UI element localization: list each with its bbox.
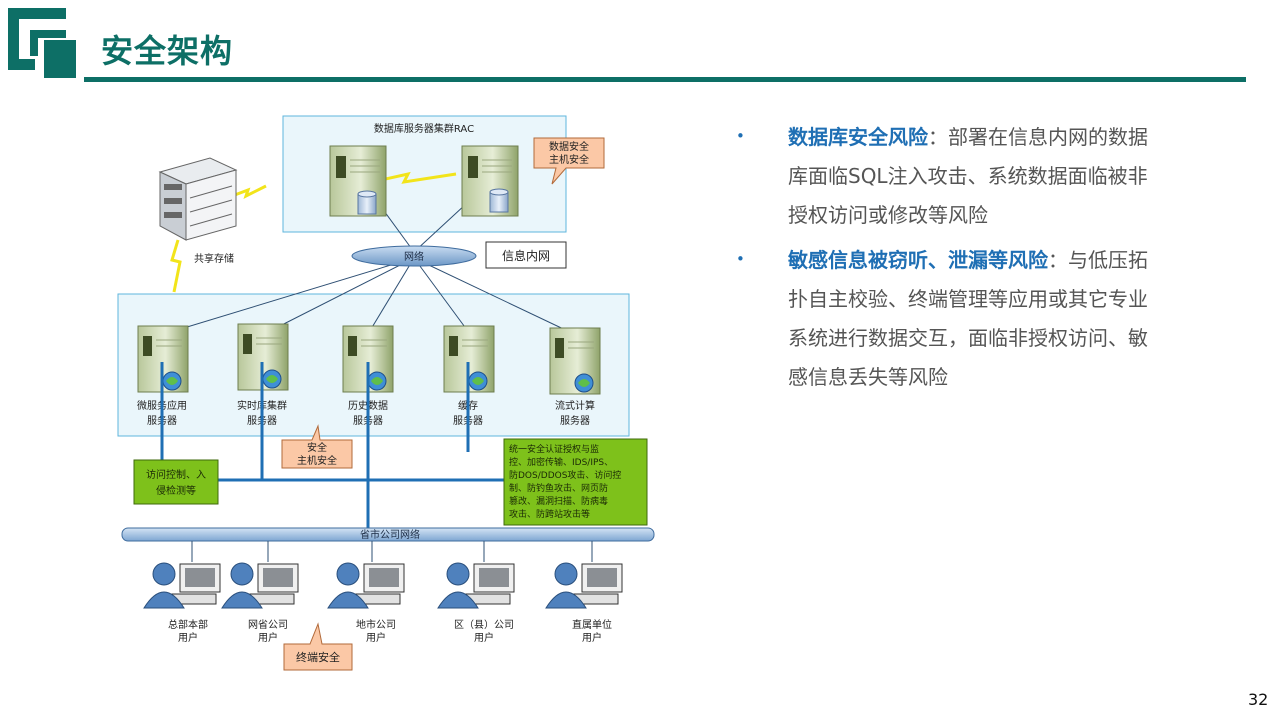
bullet-heading: 敏感信息被窃听、泄漏等风险 bbox=[788, 248, 1048, 272]
bullet-item: • 数据库安全风险：部署在信息内网的数据库面临SQL注入攻击、系统数据面临被非授… bbox=[736, 118, 1156, 235]
svg-text:访问控制、入: 访问控制、入 bbox=[146, 468, 206, 481]
svg-text:安全: 安全 bbox=[307, 441, 327, 454]
svg-text:主机安全: 主机安全 bbox=[297, 454, 337, 467]
database-server-icon bbox=[329, 145, 387, 217]
bullet-dot-icon: • bbox=[736, 127, 745, 145]
svg-text:侵检测等: 侵检测等 bbox=[156, 484, 196, 497]
user-label: 地市公司 bbox=[356, 618, 396, 631]
lightning-icon bbox=[371, 171, 457, 184]
user-workstation-icon bbox=[327, 562, 405, 609]
network-label: 网络 bbox=[404, 250, 424, 263]
bullet-heading: 数据库安全风险 bbox=[788, 125, 928, 149]
intranet-label: 信息内网 bbox=[502, 248, 550, 263]
user-label: 用户 bbox=[178, 631, 198, 644]
app-server-icon bbox=[549, 327, 601, 395]
user-label: 用户 bbox=[582, 631, 602, 644]
svg-text:制、防钓鱼攻击、网页防: 制、防钓鱼攻击、网页防 bbox=[509, 482, 608, 494]
security-architecture-diagram: 数据库服务器集群RAC 数据安全 主机安全 共享存储 网 bbox=[117, 115, 655, 671]
svg-text:统一安全认证授权与监: 统一安全认证授权与监 bbox=[509, 443, 599, 455]
bullet-item: • 敏感信息被窃听、泄漏等风险：与低压拓扑自主校验、终端管理等应用或其它专业系统… bbox=[736, 241, 1156, 397]
terminal-security-callout: 终端安全 bbox=[283, 622, 353, 671]
svg-text:控、加密传输、IDS/IPS、: 控、加密传输、IDS/IPS、 bbox=[509, 456, 613, 468]
svg-text:攻击、防跨站攻击等: 攻击、防跨站攻击等 bbox=[509, 508, 590, 520]
svg-text:数据安全: 数据安全 bbox=[549, 140, 589, 153]
user-label: 用户 bbox=[474, 631, 494, 644]
lightning-icon bbox=[231, 184, 267, 199]
provincial-network-label: 省市公司网络 bbox=[360, 528, 420, 541]
risk-bullet-list: • 数据库安全风险：部署在信息内网的数据库面临SQL注入攻击、系统数据面临被非授… bbox=[736, 118, 1156, 403]
user-workstation-icon bbox=[221, 562, 299, 609]
svg-text:防DOS/DDOS攻击、访问控: 防DOS/DDOS攻击、访问控 bbox=[509, 469, 621, 481]
server-label: 流式计算 bbox=[555, 399, 595, 412]
page-number: 32 bbox=[1248, 690, 1269, 709]
user-workstation-icon bbox=[437, 562, 515, 609]
user-workstation-icon bbox=[143, 562, 221, 609]
db-security-callout: 数据安全 主机安全 bbox=[533, 137, 605, 185]
user-label: 用户 bbox=[366, 631, 386, 644]
lightning-icon bbox=[170, 239, 182, 293]
user-label: 直属单位 bbox=[572, 618, 612, 631]
bullet-body: ：与低压拓扑自主校验、终端管理等应用或其它专业系统进行数据交互，面临非授权访问、… bbox=[788, 248, 1148, 389]
svg-text:篡改、漏洞扫描、防病毒: 篡改、漏洞扫描、防病毒 bbox=[509, 495, 608, 507]
user-label: 总部本部 bbox=[168, 618, 208, 631]
bullet-body: ：部署在信息内网的数据库面临SQL注入攻击、系统数据面临被非授权访问或修改等风险 bbox=[788, 125, 1148, 227]
page-title: 安全架构 bbox=[101, 32, 234, 70]
user-label: 区（县）公司 bbox=[454, 619, 514, 631]
access-control-box: 访问控制、入 侵检测等 bbox=[133, 459, 219, 505]
svg-text:终端安全: 终端安全 bbox=[296, 650, 340, 664]
bullet-dot-icon: • bbox=[736, 250, 745, 268]
server-label: 服务器 bbox=[560, 414, 590, 427]
unified-security-box: 统一安全认证授权与监 控、加密传输、IDS/IPS、 防DOS/DDOS攻击、访… bbox=[503, 438, 648, 526]
rac-cluster-title: 数据库服务器集群RAC bbox=[374, 122, 474, 135]
intranet-box bbox=[485, 241, 567, 269]
title-divider bbox=[84, 77, 1246, 82]
user-label: 网省公司 bbox=[248, 618, 288, 631]
user-label: 用户 bbox=[258, 631, 278, 644]
company-logo bbox=[8, 8, 76, 78]
shared-storage-icon bbox=[158, 157, 238, 241]
svg-text:主机安全: 主机安全 bbox=[549, 153, 589, 166]
shared-storage-label: 共享存储 bbox=[194, 252, 234, 265]
network-node bbox=[351, 245, 477, 267]
user-workstation-icon bbox=[545, 562, 623, 609]
host-security-callout: 安全 主机安全 bbox=[281, 424, 353, 469]
database-server-icon bbox=[461, 145, 519, 217]
provincial-network-bus bbox=[121, 527, 655, 542]
